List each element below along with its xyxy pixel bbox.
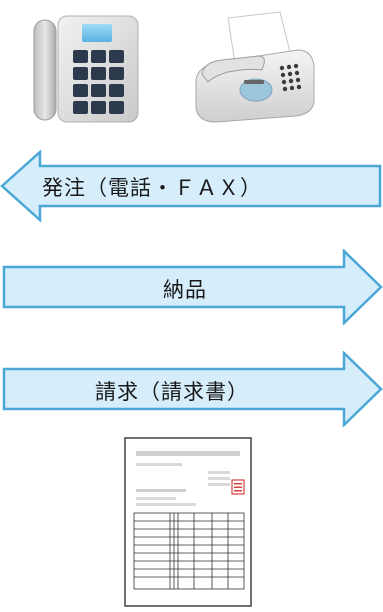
fax-machine-icon xyxy=(195,11,315,123)
delivery-arrow xyxy=(2,249,383,325)
invoice-arrow xyxy=(2,351,383,427)
order-label: 発注（電話・ＦＡＸ） xyxy=(42,176,262,200)
order-arrow xyxy=(0,150,382,222)
telephone-icon xyxy=(33,15,139,123)
invoice-document-icon xyxy=(124,437,252,607)
delivery-label: 納品 xyxy=(163,278,207,302)
invoice-label: 請求（請求書） xyxy=(95,380,249,404)
